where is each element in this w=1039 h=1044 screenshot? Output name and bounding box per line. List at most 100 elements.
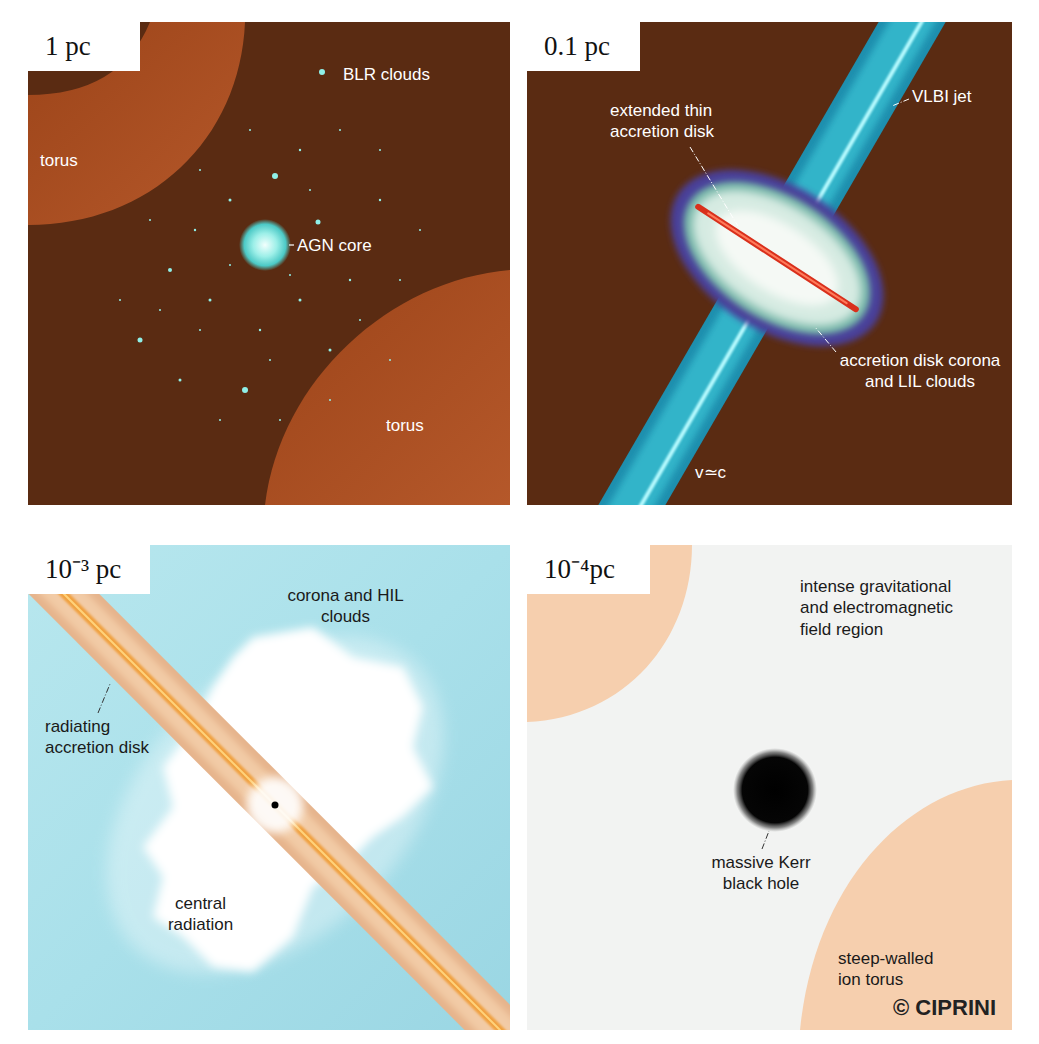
central-radiation-region [28, 545, 510, 1030]
blr-cloud-dots [219, 419, 221, 421]
scale-tag: 1 pc [28, 22, 140, 71]
ion-torus-shapes [800, 780, 1012, 1030]
blr-cloud-dots [179, 379, 182, 382]
scale-tag: 0.1 pc [527, 22, 640, 71]
ion-torus-shapes [527, 545, 692, 722]
central-radiation-region [272, 802, 279, 809]
panel-ground [527, 22, 1012, 505]
disk-label: extended thin accretion disk [610, 100, 735, 143]
blr-cloud-dots [194, 229, 196, 231]
panel-ground [28, 22, 510, 505]
blr-cloud-dots [419, 229, 421, 231]
leader-lines [690, 147, 738, 226]
accretion-disk-blob [668, 162, 885, 354]
blr-cloud-dots [272, 173, 278, 179]
leader-lines [690, 99, 909, 352]
blr-cloud-dots [259, 329, 261, 331]
blr-cloud-dots [319, 69, 325, 75]
blr-cloud-dots [329, 349, 332, 352]
blr-cloud-dots [309, 189, 311, 191]
blr-cloud-dots [359, 319, 361, 321]
corona-label: corona and HIL clouds [283, 585, 408, 628]
central-radiation-region [28, 545, 510, 1030]
accretion-disk-blob [657, 150, 898, 366]
scale-tag: 10⁻⁴pc [527, 545, 650, 594]
accretion-disk-blob [698, 207, 856, 309]
central-radiation-region [247, 777, 303, 833]
accretion-disk-blob [700, 191, 854, 324]
blr-cloud-dots [399, 279, 401, 281]
scale-label: 1 pc [45, 33, 91, 60]
blr-cloud-dots [199, 169, 201, 171]
blr-cloud-dots [329, 399, 331, 401]
torus-label: torus [386, 415, 424, 436]
agn-core-glow [239, 219, 291, 271]
blr-cloud-dots [119, 69, 421, 421]
blr-cloud-dots [159, 309, 161, 311]
panel-black-hole-region [527, 545, 1012, 1030]
central-radiation-region [28, 545, 510, 1030]
radiation-label: central radiation [158, 893, 243, 936]
blr-cloud-dots [242, 387, 248, 393]
torus-label: steep-walled ion torus [838, 948, 953, 991]
vlbi-jet [611, 22, 947, 505]
region-label: BLR clouds [343, 64, 430, 85]
leader-lines [892, 99, 909, 106]
vlbi-jet [604, 22, 940, 505]
core-label: AGN core [297, 235, 372, 256]
leader-line [762, 831, 769, 849]
blr-cloud-dots [389, 359, 391, 361]
region-label: intense gravitational and electromagneti… [800, 576, 975, 640]
torus-shapes [28, 22, 510, 505]
blr-cloud-dots [379, 149, 381, 151]
blr-cloud-dots [279, 419, 281, 421]
accretion-disk-blob [639, 133, 915, 382]
blr-cloud-dots [349, 279, 351, 281]
black-hole [733, 748, 817, 832]
blr-cloud-dots [199, 329, 201, 331]
torus-shape [265, 270, 510, 505]
scale-label: 0.1 pc [544, 33, 610, 60]
jet-label: VLBI jet [912, 86, 972, 107]
corona-label: accretion disk corona and LIL clouds [830, 350, 1010, 393]
leader-line [289, 244, 294, 245]
blr-cloud-dots [299, 299, 302, 302]
torus-shape [28, 22, 245, 225]
blr-cloud-dots [229, 264, 231, 266]
blr-cloud-dots [119, 299, 121, 301]
scale-label: 10⁻⁴pc [544, 556, 615, 583]
central-radiation-region [28, 545, 510, 1030]
panel-corona-region [0, 528, 540, 1044]
leader-lines [815, 327, 836, 352]
blr-cloud-dots [209, 299, 212, 302]
blr-cloud-dots [229, 199, 232, 202]
disk-label: radiating accretion disk [45, 716, 163, 759]
accretion-disk-blob [708, 213, 846, 303]
vlbi-jet [604, 22, 940, 505]
blr-cloud-dots [168, 268, 172, 272]
blr-cloud-dots [339, 129, 341, 131]
velocity-label: v≃c [695, 462, 726, 483]
blr-cloud-dots [249, 129, 251, 131]
black-hole-label: massive Kerr black hole [705, 852, 817, 895]
copyright-mark: © CIPRINI [893, 994, 996, 1022]
panel-jet-region [527, 0, 1012, 557]
leader-line [98, 684, 110, 713]
blr-cloud-dots [149, 219, 151, 221]
blr-cloud-dots [316, 220, 321, 225]
blr-cloud-dots [379, 199, 381, 201]
panel-ground [527, 545, 1012, 1030]
scale-label: 10⁻³ pc [45, 556, 121, 583]
vlbi-jet [604, 22, 947, 505]
ion-torus-shapes [527, 545, 1012, 1030]
accretion-disk-blob [639, 133, 915, 382]
blr-cloud-dots [289, 274, 291, 276]
central-radiation-region [28, 545, 510, 1030]
blr-cloud-dots [269, 359, 271, 361]
scale-tag: 10⁻³ pc [28, 545, 150, 594]
panel-broad-line-region [28, 22, 510, 505]
blr-cloud-dots [299, 149, 301, 151]
